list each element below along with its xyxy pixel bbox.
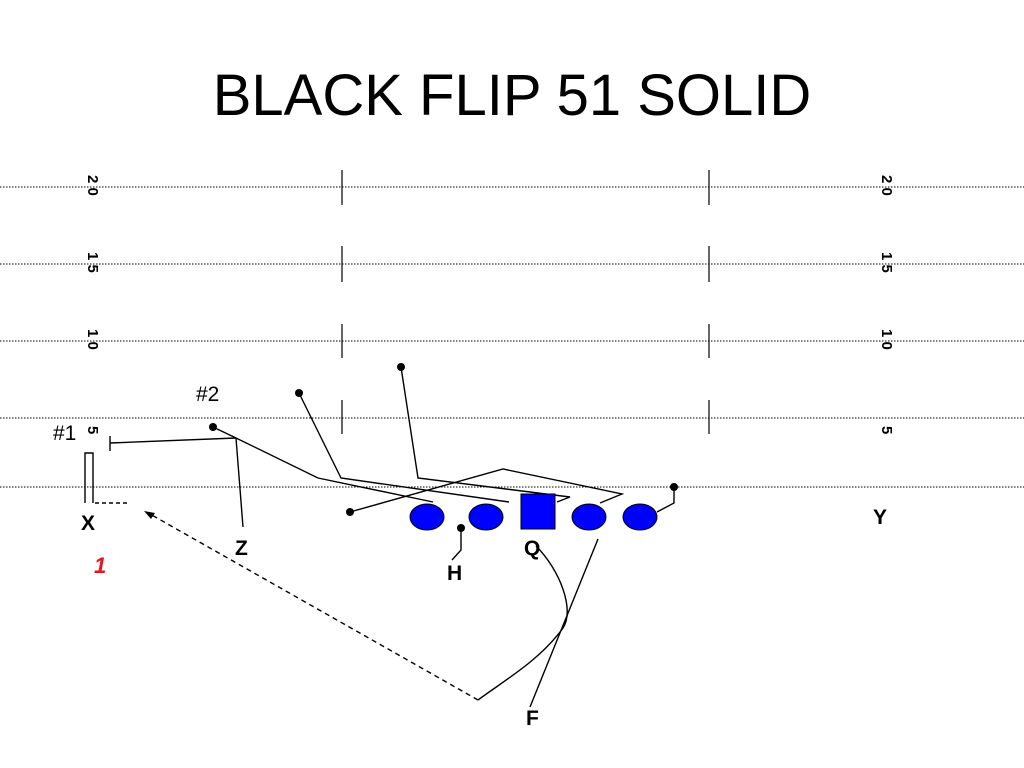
annotation-number: 1 xyxy=(94,553,106,578)
player-h-label: H xyxy=(447,562,462,585)
right-guard xyxy=(571,503,607,531)
yard-number-right-5: 5 xyxy=(878,426,895,434)
yard-lines xyxy=(0,186,1024,488)
h-path xyxy=(451,528,462,561)
lb-mid-path xyxy=(400,366,571,503)
yard-number-left-20: 2 0 xyxy=(84,175,101,196)
left-guard xyxy=(468,503,504,531)
defender-lb-mid-dot xyxy=(397,363,405,371)
defender-end-right-dot xyxy=(670,483,678,491)
offensive-line xyxy=(409,493,658,531)
pitch-dashed xyxy=(149,513,479,701)
player-x-label: X xyxy=(81,512,95,535)
routes xyxy=(84,366,675,708)
player-y-label: Y xyxy=(873,506,887,529)
yard-number-right-10: 1 0 xyxy=(878,329,895,350)
defender-lb-left-dot xyxy=(295,389,303,397)
left-tackle xyxy=(409,503,445,531)
center xyxy=(520,493,556,530)
f-path xyxy=(529,538,599,708)
defender-2-path xyxy=(212,426,434,503)
x-route xyxy=(84,452,94,503)
yard-numbers-right: 2 0 1 5 1 0 5 xyxy=(878,175,895,434)
player-labels: X Z H Q Y F xyxy=(81,506,887,730)
defender-end-left-dot xyxy=(346,508,354,516)
yard-number-left-15: 1 5 xyxy=(84,252,101,273)
player-q-label: Q xyxy=(524,537,540,560)
defender-dots xyxy=(209,363,678,532)
play-title: BLACK FLIP 51 SOLID xyxy=(212,63,812,128)
defender-1-label: #1 xyxy=(53,422,76,445)
yard-number-left-5: 5 xyxy=(84,426,101,434)
x-block-line xyxy=(109,437,237,444)
y-block-path xyxy=(656,487,675,513)
yard-numbers-left: 2 0 1 5 1 0 5 xyxy=(84,175,101,434)
q-path xyxy=(477,545,568,701)
defender-labels: #1 #2 xyxy=(53,383,219,445)
yard-number-left-10: 1 0 xyxy=(84,329,101,350)
lb-left-path xyxy=(298,392,510,503)
right-tackle xyxy=(622,503,658,531)
player-f-label: F xyxy=(526,707,539,730)
defender-1-dot xyxy=(209,423,217,431)
hash-marks xyxy=(341,170,710,434)
yard-number-right-20: 2 0 xyxy=(878,175,895,196)
h-back-dot xyxy=(457,524,465,532)
z-route xyxy=(235,437,244,528)
player-z-label: Z xyxy=(235,537,248,560)
pitch-arrowhead xyxy=(144,511,155,519)
tackle-block-path xyxy=(349,468,625,513)
defender-2-label: #2 xyxy=(196,383,219,406)
yard-number-right-15: 1 5 xyxy=(878,252,895,273)
